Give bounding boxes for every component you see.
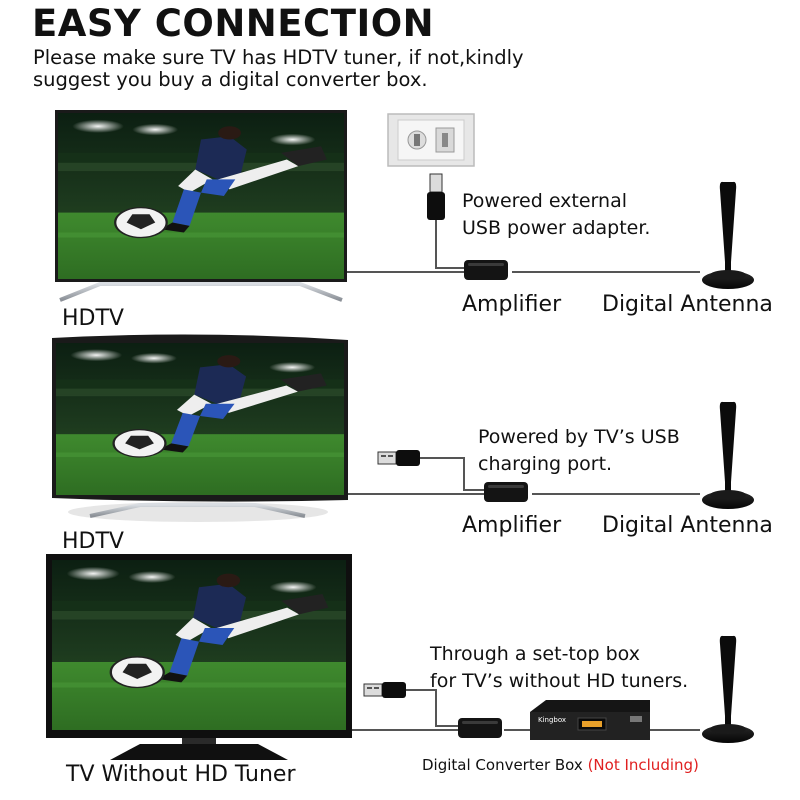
wall-outlet-icon — [387, 113, 475, 167]
antenna-3-icon — [702, 635, 754, 743]
converter-box-brand: Kingbox — [538, 716, 566, 724]
usb-plug-2-icon — [377, 449, 421, 467]
set-top-box-note-line-2: for TV’s without HD tuners. — [430, 670, 689, 692]
tv-label-3: TV Without HD Tuner — [66, 762, 296, 787]
usb-plug-3-icon — [363, 681, 407, 699]
tv-usb-note: Powered by TV’s USB charging port. — [478, 424, 680, 478]
subtitle-line-2: suggest you buy a digital converter box. — [33, 68, 428, 91]
subtitle-line-1: Please make sure TV has HDTV tuner, if n… — [33, 46, 524, 69]
converter-box-caption: Digital Converter Box (Not Including) — [422, 756, 699, 774]
tv-label-2: HDTV — [62, 529, 124, 554]
usb-adapter-note-line-1: Powered external — [462, 190, 627, 212]
tv-usb-note-line-1: Powered by TV’s USB — [478, 426, 680, 448]
cable-1 — [347, 220, 700, 273]
hdtv-1 — [55, 110, 347, 302]
tv-label-1: HDTV — [62, 306, 124, 331]
amplifier-1 — [464, 260, 508, 280]
page-title: EASY CONNECTION — [32, 2, 435, 45]
cable-3 — [352, 689, 700, 731]
digital-converter-box-icon: Kingbox — [530, 700, 650, 740]
amplifier-label-2: Amplifier — [462, 513, 562, 538]
antenna-1-icon — [702, 181, 754, 289]
converter-box-label: Digital Converter Box — [422, 756, 583, 774]
page-subtitle: Please make sure TV has HDTV tuner, if n… — [33, 47, 524, 91]
set-top-box-note-line-1: Through a set-top box — [430, 643, 640, 665]
antenna-label-2: Digital Antenna — [602, 513, 773, 538]
usb-power-plug-icon — [427, 173, 445, 220]
amplifier-3 — [458, 718, 502, 738]
tv-usb-note-line-2: charging port. — [478, 453, 613, 475]
amplifier-label-1: Amplifier — [462, 292, 562, 317]
antenna-label-1: Digital Antenna — [602, 292, 773, 317]
antenna-2-icon — [702, 401, 754, 509]
tv-stand — [59, 282, 343, 302]
usb-adapter-note: Powered external USB power adapter. — [462, 188, 650, 242]
usb-adapter-note-line-2: USB power adapter. — [462, 217, 651, 239]
set-top-box-note: Through a set-top box for TV’s without H… — [430, 641, 688, 695]
tv-without-hd-tuner — [46, 554, 352, 760]
not-included-note: (Not Including) — [587, 756, 699, 774]
hdtv-2 — [52, 334, 348, 522]
amplifier-2 — [484, 482, 528, 502]
cable-2 — [348, 457, 700, 495]
